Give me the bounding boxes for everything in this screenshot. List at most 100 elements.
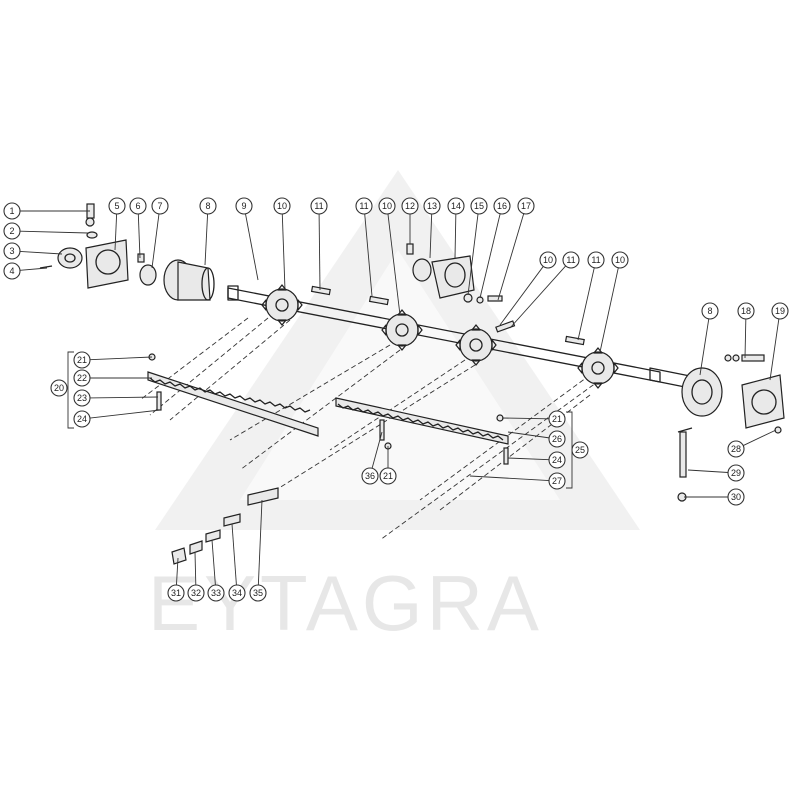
callout-8[interactable]: 8	[699, 302, 719, 376]
callout-10[interactable]: 10	[599, 251, 629, 353]
callout-29[interactable]: 29	[687, 464, 745, 482]
callout-circle	[207, 584, 225, 602]
callout-number: 24	[552, 455, 562, 465]
callout-circle	[3, 242, 21, 260]
callout-30[interactable]: 30	[684, 488, 745, 506]
callout-36[interactable]: 36	[361, 431, 383, 485]
callout-35[interactable]: 35	[249, 499, 267, 602]
callout-number: 10	[382, 201, 392, 211]
sprocket	[455, 324, 497, 366]
projection-line	[259, 364, 476, 501]
leader-line	[743, 429, 777, 446]
callout-circle	[73, 389, 91, 407]
projection-line	[239, 349, 401, 471]
callout-11[interactable]: 11	[509, 251, 580, 329]
scraper-bars	[147, 353, 509, 465]
callout-number: 5	[114, 201, 119, 211]
callout-circle	[727, 440, 745, 458]
callout-circle	[3, 222, 21, 240]
callout-1[interactable]: 1	[3, 202, 90, 220]
callout-circle	[562, 251, 580, 269]
callout-7[interactable]: 7	[151, 197, 169, 269]
callout-22[interactable]: 22	[73, 369, 152, 387]
callout-33[interactable]: 33	[207, 539, 225, 602]
leader-line	[257, 499, 263, 586]
callout-2[interactable]: 2	[3, 222, 89, 240]
callout-10[interactable]: 10	[499, 251, 557, 326]
bearing-housing	[741, 374, 785, 429]
callout-number: 8	[707, 306, 712, 316]
callout-circle	[493, 197, 511, 215]
callout-circle	[548, 451, 566, 469]
callout-number: 4	[9, 266, 14, 276]
callout-26[interactable]: 26	[507, 430, 566, 448]
scraper-bar-right	[335, 397, 509, 445]
callout-circle	[187, 584, 205, 602]
callout-number: 6	[135, 201, 140, 211]
callout-18[interactable]: 18	[737, 302, 755, 359]
callout-31[interactable]: 31	[167, 557, 185, 602]
callout-12[interactable]: 12	[401, 197, 419, 244]
callout-circle	[539, 251, 557, 269]
leader-line	[137, 213, 141, 259]
callout-24[interactable]: 24	[507, 451, 566, 469]
bearing-insert	[57, 247, 83, 269]
callout-11[interactable]: 11	[310, 197, 328, 291]
leader-line	[387, 213, 401, 316]
callout-9[interactable]: 9	[235, 197, 259, 281]
callout-34[interactable]: 34	[228, 523, 246, 602]
callout-number: 32	[191, 588, 201, 598]
callout-17[interactable]: 17	[497, 197, 535, 301]
callout-14[interactable]: 14	[447, 197, 465, 259]
callout-20[interactable]: 20	[50, 379, 68, 397]
callout-24[interactable]: 24	[73, 409, 161, 428]
callout-21[interactable]: 21	[73, 351, 153, 369]
callout-number: 36	[365, 471, 375, 481]
callout-21[interactable]: 21	[379, 446, 397, 485]
callout-27[interactable]: 27	[469, 472, 566, 490]
leader-line	[744, 318, 747, 359]
callout-4[interactable]: 4	[3, 262, 48, 280]
callout-21[interactable]: 21	[501, 410, 566, 428]
callout-15[interactable]: 15	[467, 197, 488, 296]
sprocket	[577, 347, 619, 389]
callout-number: 21	[552, 414, 562, 424]
callout-circle	[401, 197, 419, 215]
callout-23[interactable]: 23	[73, 389, 159, 407]
callout-19[interactable]: 19	[769, 302, 789, 381]
leader-line	[151, 213, 160, 269]
callout-number: 19	[775, 306, 785, 316]
callout-8[interactable]: 8	[199, 197, 217, 266]
leader-line	[687, 469, 729, 473]
flange-bearing	[431, 255, 475, 299]
leader-line	[318, 213, 321, 291]
callout-11[interactable]: 11	[355, 197, 373, 297]
bolt-set	[724, 354, 765, 362]
callout-circle	[701, 302, 719, 320]
callout-circle	[361, 467, 379, 485]
callout-11[interactable]: 11	[577, 251, 605, 341]
callout-10[interactable]: 10	[273, 197, 291, 291]
key	[564, 335, 585, 346]
callout-number: 22	[77, 373, 87, 383]
grease-nipple	[85, 203, 95, 227]
callout-number: 14	[451, 201, 461, 211]
callout-16[interactable]: 16	[479, 197, 511, 299]
projection-line	[329, 359, 466, 451]
callout-32[interactable]: 32	[187, 551, 205, 602]
middle-bearing-group	[406, 243, 503, 304]
callout-number: 35	[253, 588, 263, 598]
callout-6[interactable]: 6	[129, 197, 147, 259]
callout-28[interactable]: 28	[727, 429, 777, 458]
leader-line	[204, 213, 209, 266]
clip	[189, 540, 203, 555]
callout-5[interactable]: 5	[108, 197, 126, 251]
clip-parts	[171, 487, 279, 565]
callout-13[interactable]: 13	[423, 197, 441, 259]
callout-circle	[273, 197, 291, 215]
leader-line	[114, 213, 118, 251]
leader-line	[507, 457, 550, 461]
callout-25[interactable]: 25	[571, 441, 589, 459]
callout-10[interactable]: 10	[378, 197, 401, 316]
callout-3[interactable]: 3	[3, 242, 63, 260]
